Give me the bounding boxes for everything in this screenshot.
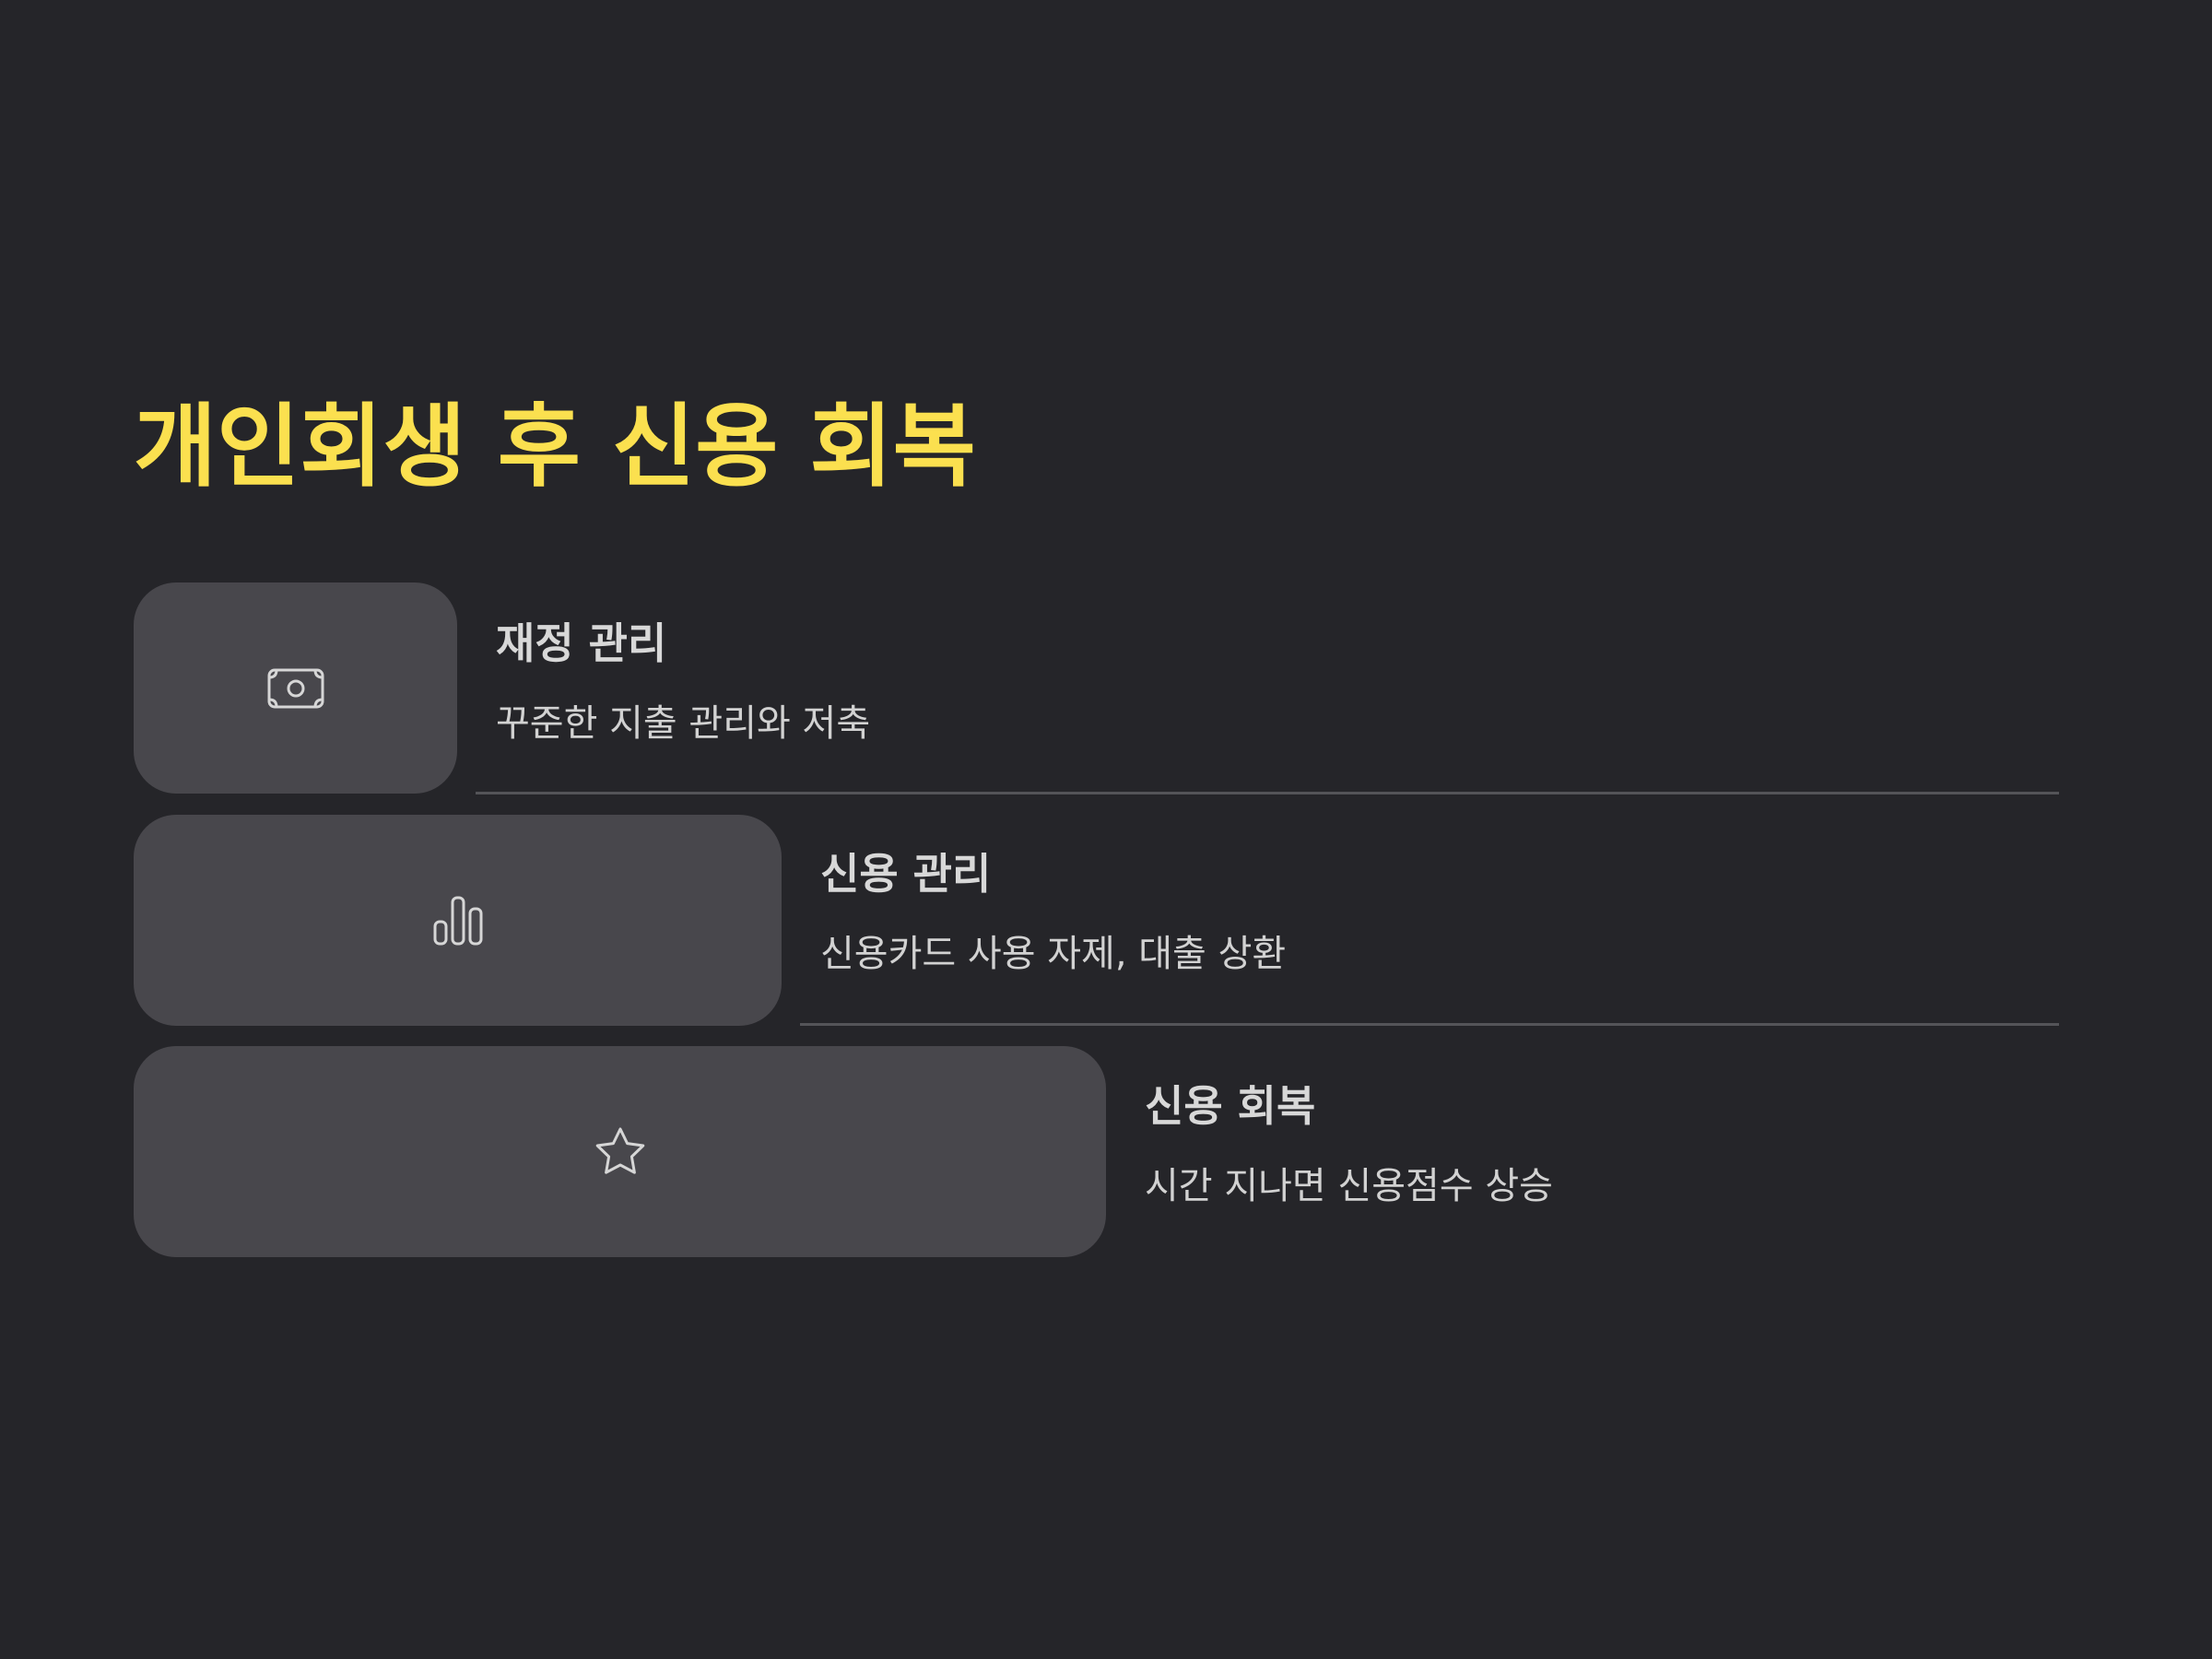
step-1-description: 꾸준한 지출 관리와 저축 [496, 702, 871, 745]
step-3-heading: 신용 회복 [1145, 1081, 1316, 1131]
page-title: 개인회생 후 신용 회복 [134, 394, 976, 500]
banknote-icon [267, 668, 324, 708]
step-2-description: 신용카드 사용 자제, 대출 상환 [820, 933, 1287, 975]
step-1-divider [476, 792, 2059, 794]
star-icon [595, 1127, 644, 1174]
step-1-icon-box [134, 582, 457, 794]
step-3-icon-box [134, 1046, 1106, 1257]
bar-chart-icon [433, 896, 482, 945]
step-2-divider [800, 1023, 2059, 1026]
step-2-heading: 신용 관리 [820, 849, 992, 899]
step-1-heading: 재정 관리 [496, 618, 667, 668]
step-3-description: 시간 지나면 신용점수 상승 [1145, 1165, 1553, 1207]
step-2-icon-box [134, 815, 782, 1026]
